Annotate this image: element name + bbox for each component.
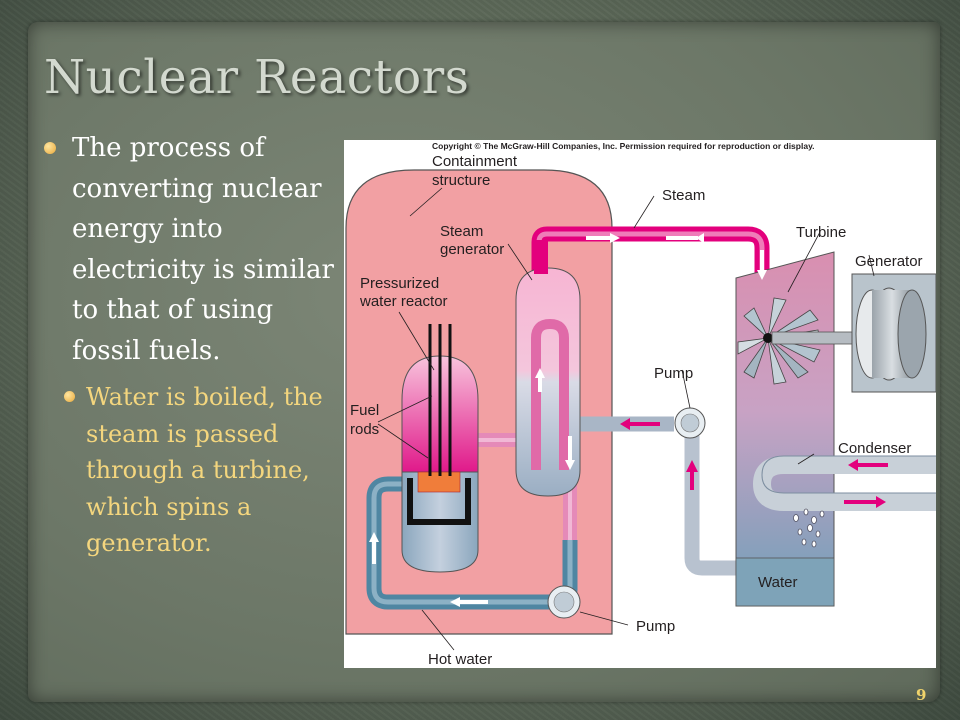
label-steam-generator-1: Steam <box>440 223 483 240</box>
label-pwr-2: water reactor <box>359 293 448 310</box>
page-number: 9 <box>916 686 927 704</box>
water-droplets <box>793 508 825 548</box>
label-water: Water <box>758 574 797 591</box>
sub-bullet-list: Water is boiled, the steam is passed thr… <box>64 379 340 562</box>
label-containment-2: structure <box>432 172 490 189</box>
generator-icon <box>851 273 936 393</box>
turbine-housing <box>735 251 835 607</box>
bullet-item: The process of converting nuclear energy… <box>40 128 340 562</box>
slide-title: Nuclear Reactors <box>44 50 470 105</box>
leader-lines <box>377 187 875 651</box>
flow-arrows-magenta <box>620 418 888 508</box>
sub-bullet-text: Water is boiled, the steam is passed thr… <box>86 383 323 557</box>
lower-pump-icon <box>547 585 581 619</box>
label-turbine: Turbine <box>796 224 846 241</box>
label-fuel-1: Fuel <box>350 402 379 419</box>
reactor-diagram: Copyright © The McGraw-Hill Companies, I… <box>344 140 936 668</box>
reactor-diagram-svg: Copyright © The McGraw-Hill Companies, I… <box>345 141 936 668</box>
condenser-coil <box>752 456 936 511</box>
label-hot-water: Hot water <box>428 651 492 668</box>
label-fuel-2: rods <box>350 421 379 438</box>
bullet-list: The process of converting nuclear energy… <box>40 128 340 562</box>
condensate-pipe <box>684 436 736 576</box>
fuel-rods <box>428 324 452 476</box>
label-generator: Generator <box>855 253 923 270</box>
label-steam-generator-2: generator <box>440 241 504 258</box>
bullet-text: The process of converting nuclear energy… <box>72 133 334 366</box>
sub-bullet-item: Water is boiled, the steam is passed thr… <box>48 379 340 562</box>
label-condenser: Condenser <box>838 440 911 457</box>
copyright-text: Copyright © The McGraw-Hill Companies, I… <box>432 141 815 151</box>
label-pump-lower: Pump <box>636 618 675 635</box>
label-pump-upper: Pump <box>654 365 693 382</box>
label-steam: Steam <box>662 187 705 204</box>
water-pool <box>735 557 835 607</box>
flow-arrows-white <box>369 233 767 607</box>
label-containment-1: Containment <box>432 153 518 170</box>
upper-pump-icon <box>674 407 706 439</box>
label-pwr-1: Pressurized <box>360 275 439 292</box>
